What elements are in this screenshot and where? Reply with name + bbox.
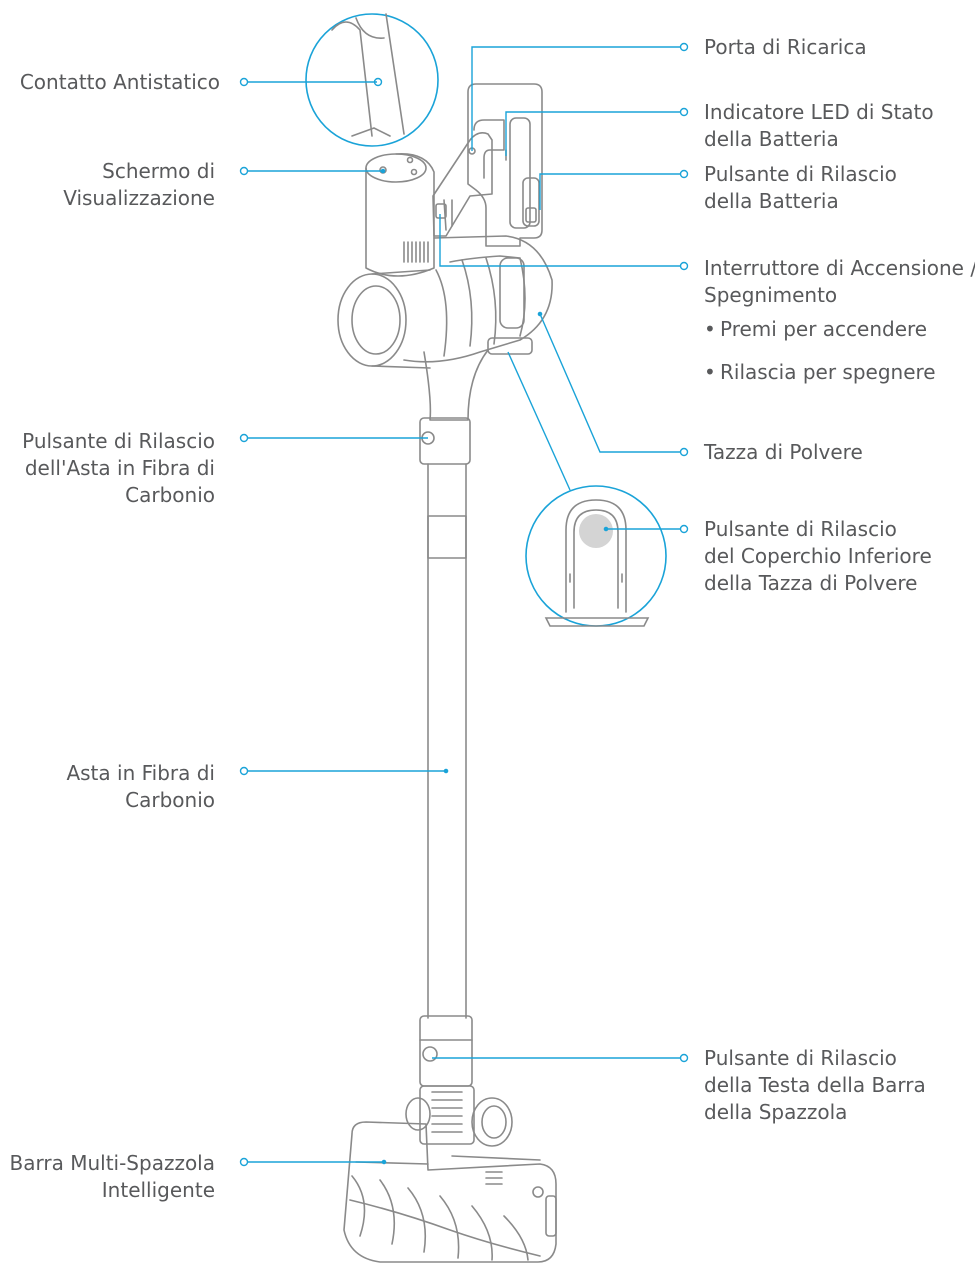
callout-schermo <box>239 166 386 176</box>
joint <box>405 1085 513 1147</box>
label-asta: Asta in Fibra di Carbonio <box>66 761 215 812</box>
display-unit <box>365 153 435 277</box>
label-interruttore: Interruttore di Accensione / Spegnimento… <box>704 255 975 386</box>
neck <box>423 349 489 421</box>
bullet-rilascia: Rilascia per spegnere <box>704 359 975 386</box>
label-rilascio-asta: Pulsante di Rilascio dell'Asta in Fibra … <box>22 429 215 507</box>
callout-asta <box>239 766 449 776</box>
handle-grip <box>432 132 493 237</box>
callout-lines <box>239 42 689 1167</box>
carbon-tube <box>427 463 467 1019</box>
label-tazza: Tazza di Polvere <box>704 440 863 464</box>
inset-dustcup-release <box>525 485 667 627</box>
label-rilascio-coperchio: Pulsante di Rilascio del Coperchio Infer… <box>704 517 932 595</box>
label-schermo: Schermo di Visualizzazione <box>63 159 215 210</box>
battery-pack <box>467 83 543 247</box>
inset-link-line <box>507 351 571 491</box>
callout-rilascio-asta <box>239 433 428 443</box>
callout-rilascio-coperchio <box>603 524 689 534</box>
label-led-batteria: Indicatore LED di Stato della Batteria <box>704 100 934 151</box>
vacuum-illustration <box>337 83 557 1263</box>
label-rilascio-testa: Pulsante di Rilascio della Testa della B… <box>704 1046 926 1124</box>
lower-collar <box>419 1015 473 1087</box>
label-contatto-antistatico: Contatto Antistatico <box>19 70 220 94</box>
callout-barra <box>239 1157 387 1167</box>
callout-led <box>505 107 689 156</box>
label-porta-ricarica: Porta di Ricarica <box>704 35 867 59</box>
callout-interruttore <box>439 214 689 271</box>
bullet-premi: Premi per accendere <box>704 316 975 343</box>
brush-head <box>343 1121 557 1263</box>
inset-antistatic <box>305 13 439 147</box>
callout-porta-ricarica <box>471 42 689 151</box>
upper-collar <box>419 417 471 465</box>
callout-contatto <box>239 77 377 87</box>
callout-rilascio-batteria <box>539 169 689 210</box>
label-barra: Barra Multi-Spazzola Intelligente <box>9 1151 215 1202</box>
callout-rilascio-testa <box>432 1053 689 1063</box>
callout-tazza <box>537 311 689 457</box>
motor-body <box>337 235 553 369</box>
label-rilascio-batteria: Pulsante di Rilascio della Batteria <box>704 162 897 213</box>
